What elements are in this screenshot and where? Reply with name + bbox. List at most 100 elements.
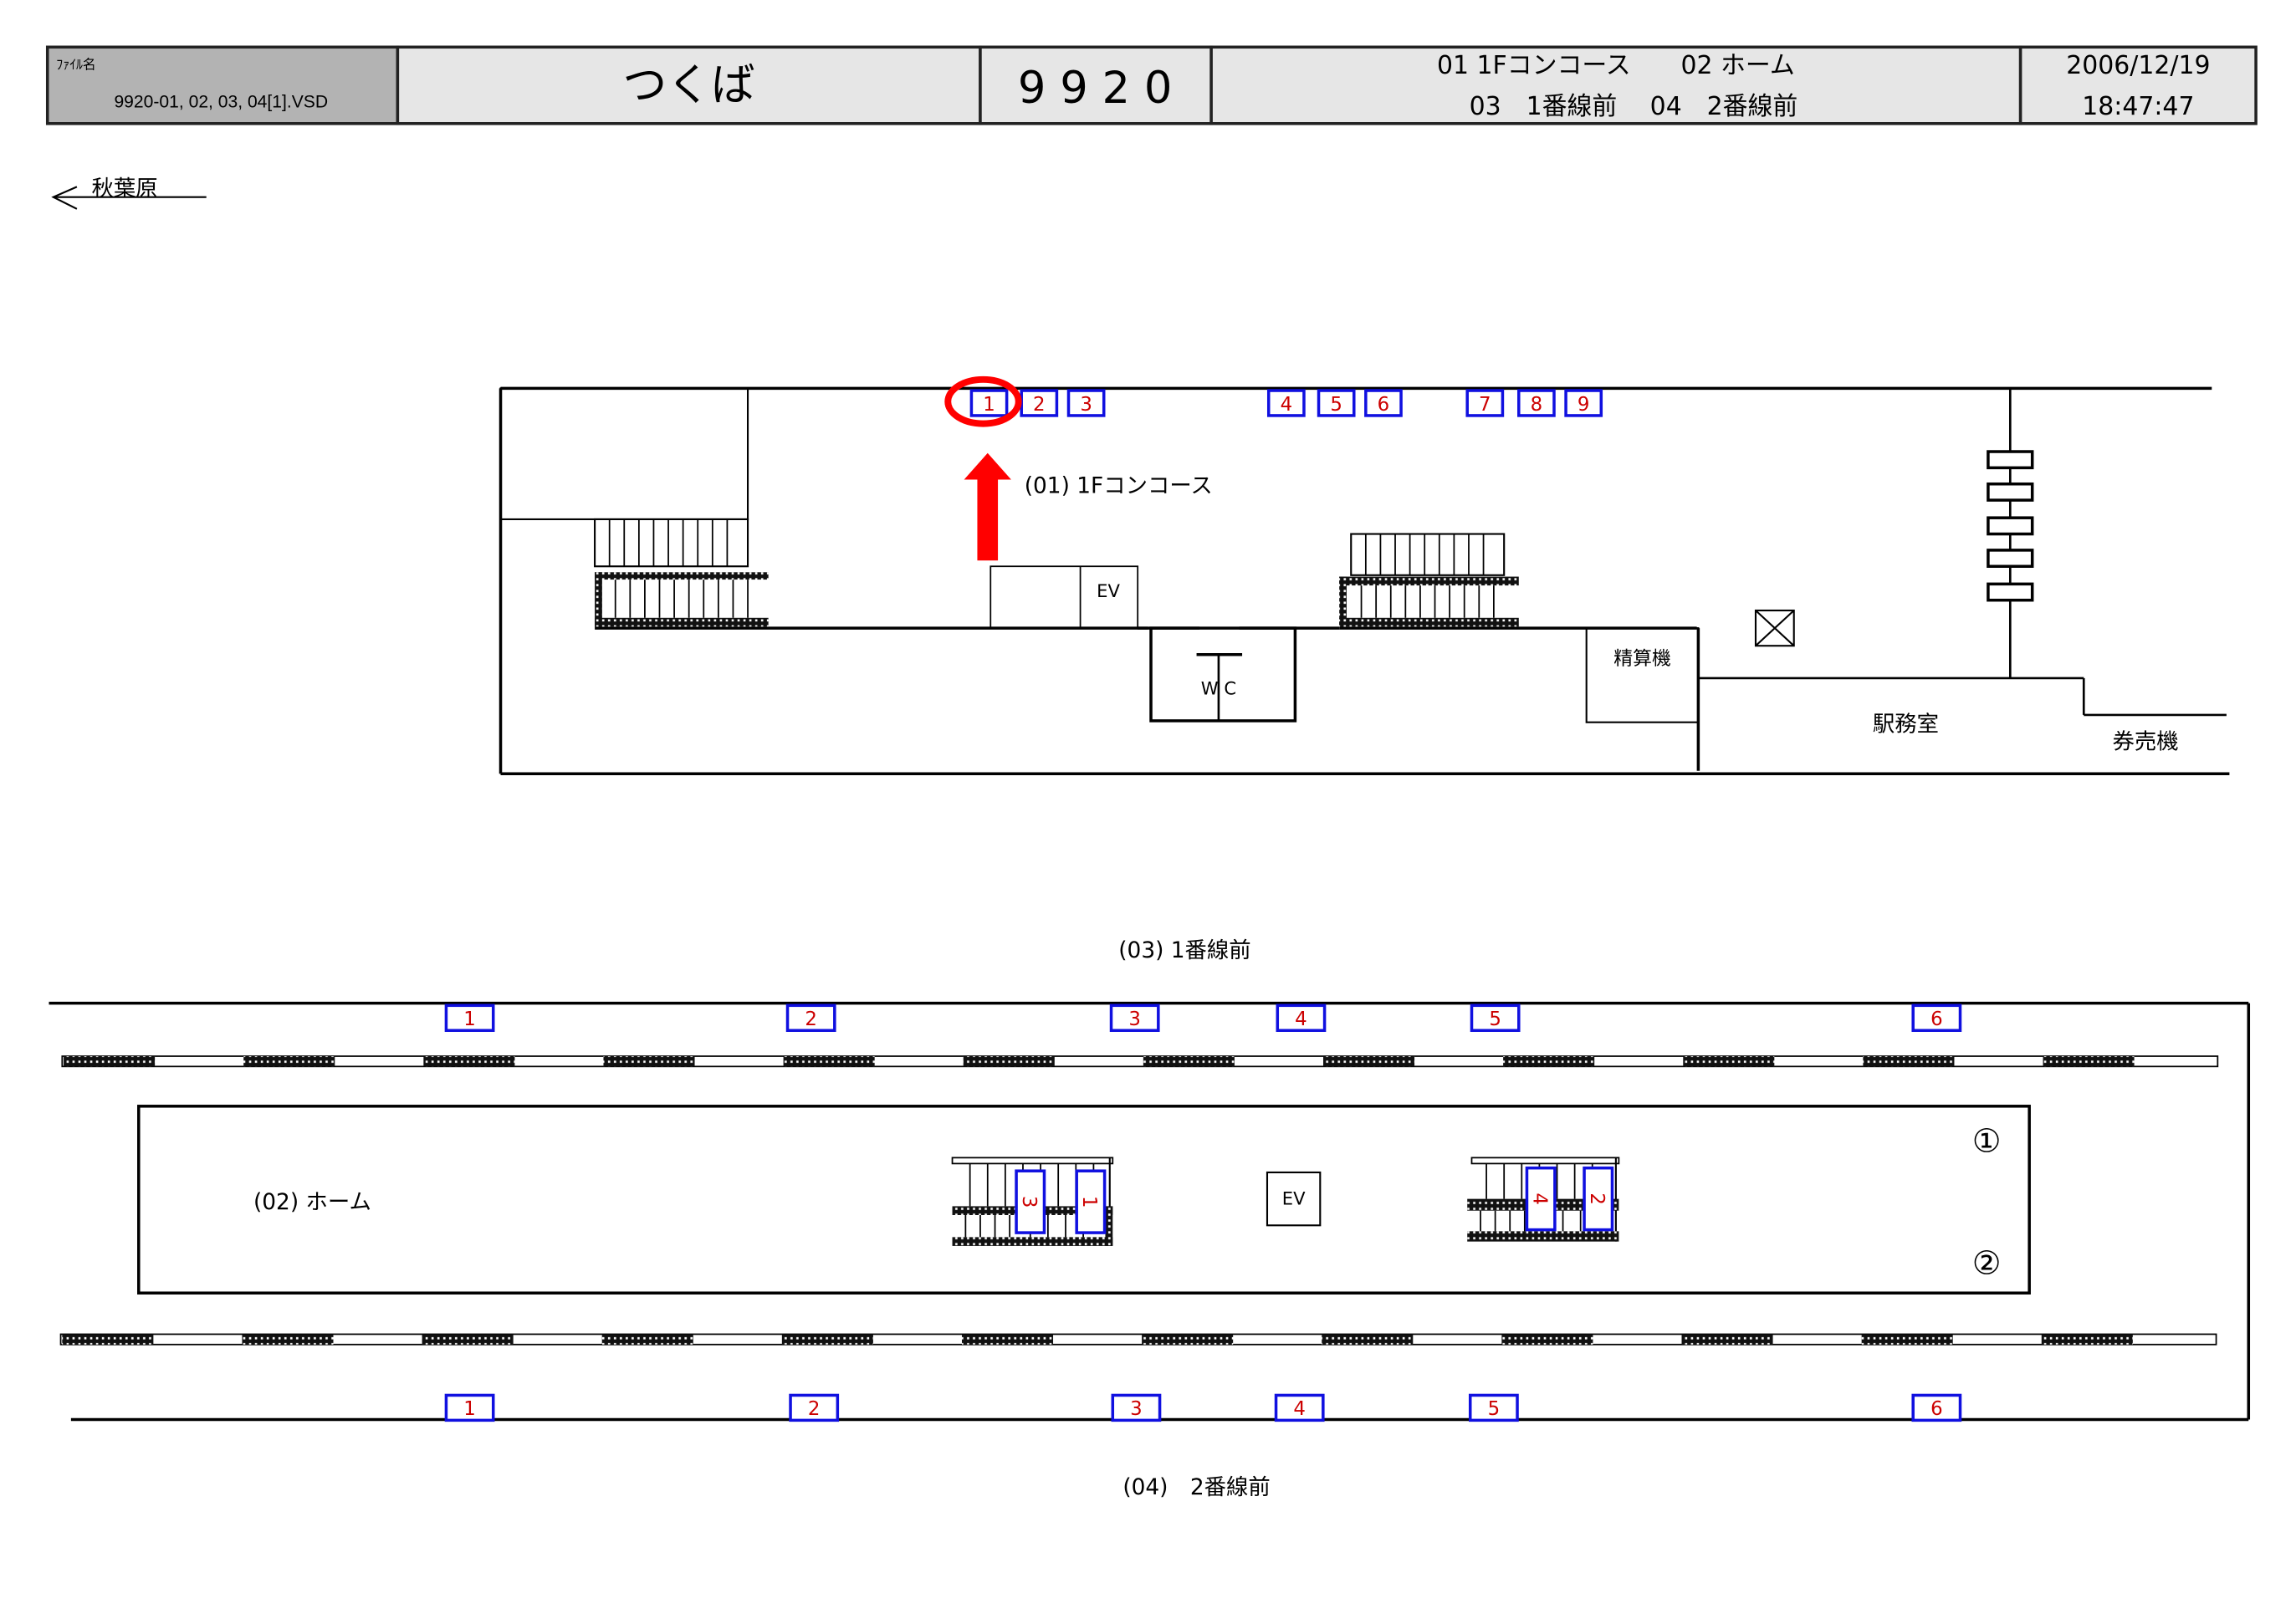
camera-box xyxy=(1317,389,1356,417)
camera-number: 3 xyxy=(1080,394,1092,416)
camera-box xyxy=(1020,389,1059,417)
camera-number: 2 xyxy=(1033,394,1046,416)
views-cell xyxy=(1209,45,2022,125)
camera-number: 4 xyxy=(1295,1009,1307,1030)
ticket-machine-label: 券売機 xyxy=(2113,729,2179,754)
platform-plan: (02) ホーム EV ① ② xyxy=(49,1001,2251,1422)
camera-box xyxy=(1109,1004,1160,1032)
camera-marker-2[interactable]: 2 xyxy=(1020,389,1059,417)
concourse-ev-label: EV xyxy=(1097,580,1120,601)
camera-marker-3[interactable]: 3 xyxy=(1015,1169,1046,1234)
camera-marker-6[interactable]: 6 xyxy=(1911,1004,1962,1032)
camera-box xyxy=(444,1004,495,1032)
camera-marker-1[interactable]: 1 xyxy=(444,1004,495,1032)
camera-marker-2[interactable]: 2 xyxy=(1583,1166,1614,1232)
camera-number: 1 xyxy=(983,394,995,416)
camera-marker-5[interactable]: 5 xyxy=(1468,1393,1519,1422)
platform-cameras: 1 2 3 4 5 6 1 2 3 4 5 6 3 1 4 2 xyxy=(444,1004,1962,1422)
camera-box xyxy=(1470,1004,1521,1032)
location-arrow-icon xyxy=(964,452,1011,561)
camera-box xyxy=(789,1393,840,1422)
camera-box xyxy=(1364,389,1403,417)
camera-box xyxy=(1583,1166,1614,1232)
camera-marker-5[interactable]: 5 xyxy=(1470,1004,1521,1032)
camera-box xyxy=(1276,1004,1327,1032)
camera-box xyxy=(1266,389,1306,417)
camera-number: 9 xyxy=(1578,394,1590,416)
rails xyxy=(59,1055,2219,1346)
camera-marker-1[interactable]: 1 xyxy=(969,389,1009,417)
camera-number: 4 xyxy=(1281,394,1293,416)
camera-number: 5 xyxy=(1488,1398,1501,1420)
camera-marker-4[interactable]: 4 xyxy=(1276,1004,1327,1032)
camera-marker-9[interactable]: 9 xyxy=(1564,389,1603,417)
camera-marker-1[interactable]: 1 xyxy=(1075,1169,1107,1234)
camera-box xyxy=(444,1393,495,1422)
camera-marker-2[interactable]: 2 xyxy=(785,1004,836,1032)
concourse-title: (01) 1Fコンコース xyxy=(1025,473,1213,498)
camera-box xyxy=(1468,1393,1519,1422)
fare-adjust-label: 精算機 xyxy=(1613,648,1671,670)
file-label: ﾌｧｲﾙ名 xyxy=(56,58,96,73)
camera-number: 3 xyxy=(1130,1398,1143,1420)
station-name-cell xyxy=(396,45,982,125)
file-name: 9920-01, 02, 03, 04[1].VSD xyxy=(114,92,328,111)
track-2-mark: ② xyxy=(1972,1244,2002,1282)
camera-marker-4[interactable]: 4 xyxy=(1525,1166,1557,1232)
concourse-plan: EV W C 精算機 xyxy=(499,386,2230,776)
camera-box xyxy=(1564,389,1603,417)
camera-number: 1 xyxy=(1078,1196,1100,1208)
camera-number: 4 xyxy=(1293,1398,1306,1420)
file-name-cell xyxy=(45,45,400,125)
camera-number: 3 xyxy=(1018,1196,1040,1208)
camera-marker-8[interactable]: 8 xyxy=(1517,389,1556,417)
track2-front-title: (04) 2番線前 xyxy=(1122,1475,1270,1500)
camera-marker-4[interactable]: 4 xyxy=(1266,389,1306,417)
datetime-cell xyxy=(2018,45,2258,125)
camera-box xyxy=(1274,1393,1325,1422)
camera-number: 6 xyxy=(1930,1398,1943,1420)
camera-marker-2[interactable]: 2 xyxy=(789,1393,840,1422)
camera-marker-6[interactable]: 6 xyxy=(1364,389,1403,417)
camera-marker-3[interactable]: 3 xyxy=(1109,1004,1160,1032)
camera-number: 2 xyxy=(808,1398,821,1420)
camera-number: 5 xyxy=(1489,1009,1501,1030)
ticket-gates xyxy=(1987,450,2034,602)
ticket-gate-marker xyxy=(1754,609,1795,647)
camera-box xyxy=(1911,1004,1962,1032)
camera-box xyxy=(785,1004,836,1032)
title-block: ﾌｧｲﾙ名 9920-01, 02, 03, 04[1].VSD つくば 9 9… xyxy=(45,45,2258,125)
camera-number: 5 xyxy=(1330,394,1342,416)
stairs-right xyxy=(1339,533,1519,627)
camera-marker-7[interactable]: 7 xyxy=(1465,389,1505,417)
camera-marker-5[interactable]: 5 xyxy=(1317,389,1356,417)
camera-marker-4[interactable]: 4 xyxy=(1274,1393,1325,1422)
camera-marker-1[interactable]: 1 xyxy=(444,1393,495,1422)
camera-marker-6[interactable]: 6 xyxy=(1911,1393,1962,1422)
camera-number: 1 xyxy=(463,1398,476,1420)
station-code-cell xyxy=(979,45,1213,125)
camera-number: 4 xyxy=(1528,1192,1550,1205)
station-name: つくば xyxy=(623,60,755,111)
time: 18:47:47 xyxy=(2082,92,2194,121)
direction-indicator: 秋葉原 xyxy=(51,176,207,210)
station-code: 9 9 2 0 xyxy=(1018,63,1173,114)
camera-box xyxy=(1075,1169,1107,1234)
camera-number: 2 xyxy=(805,1009,817,1030)
camera-box xyxy=(1465,389,1505,417)
camera-box xyxy=(1015,1169,1046,1234)
camera-marker-3[interactable]: 3 xyxy=(1066,389,1106,417)
camera-number: 3 xyxy=(1128,1009,1141,1030)
camera-number: 2 xyxy=(1586,1192,1608,1205)
camera-box xyxy=(1911,1393,1962,1422)
camera-box xyxy=(1517,389,1556,417)
track1-front-title: (03) 1番線前 xyxy=(1118,938,1250,963)
platform-island xyxy=(137,1105,2031,1295)
station-office-label: 駅務室 xyxy=(1873,712,1939,737)
camera-box xyxy=(1111,1393,1162,1422)
camera-box xyxy=(1525,1166,1557,1232)
camera-marker-3[interactable]: 3 xyxy=(1111,1393,1162,1422)
selected-camera-highlight[interactable] xyxy=(944,375,1022,427)
